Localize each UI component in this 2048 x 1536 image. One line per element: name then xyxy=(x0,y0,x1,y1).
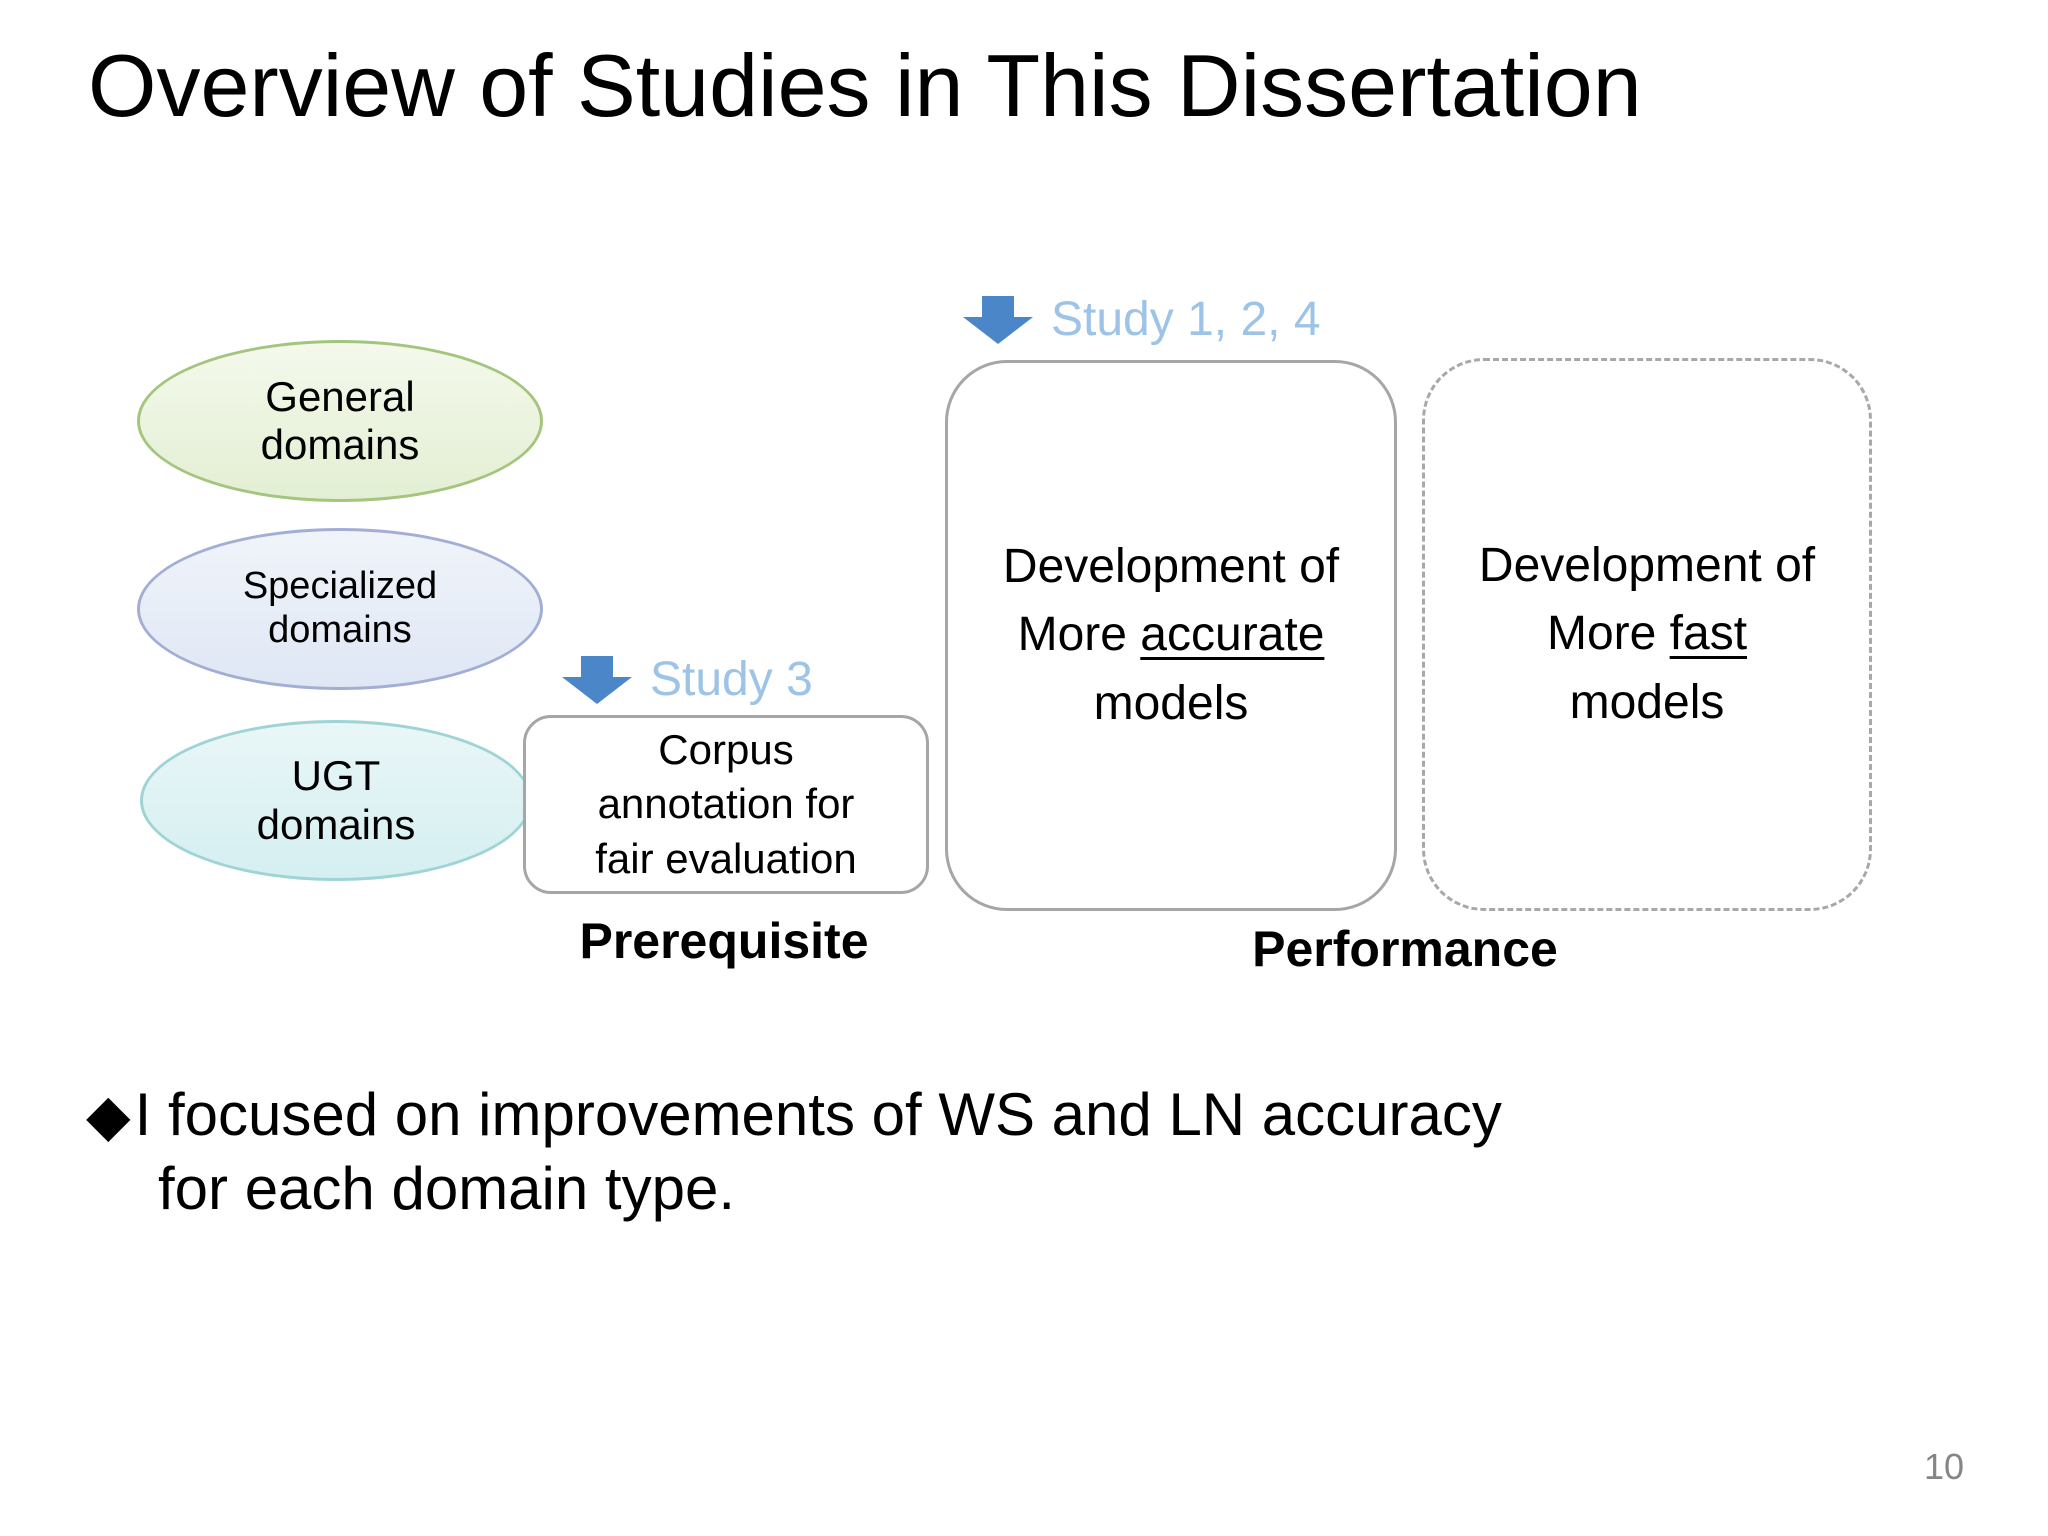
bullet-text: I focused on improvements of WS and LN a… xyxy=(134,1081,1502,1148)
bullet-line-1: ◆I focused on improvements of WS and LN … xyxy=(86,1078,1502,1152)
study-3-label: Study 3 xyxy=(562,652,813,707)
ellipse-label-line: domains xyxy=(268,609,412,651)
ellipse-general-domains: General domains xyxy=(137,340,543,502)
diamond-bullet-icon: ◆ xyxy=(86,1083,131,1148)
corpus-box-line: annotation for xyxy=(597,780,855,828)
corpus-box-line: fair evaluation xyxy=(595,834,857,882)
ellipse-label-line: domains xyxy=(256,800,416,848)
page-title: Overview of Studies in This Dissertation xyxy=(88,36,1642,135)
bullet-text-block: ◆I focused on improvements of WS and LN … xyxy=(86,1078,1502,1225)
prerequisite-label: Prerequisite xyxy=(579,913,869,969)
bullet-line-2: for each domain type. xyxy=(158,1154,736,1222)
down-arrow-icon xyxy=(562,655,632,704)
performance-label: Performance xyxy=(1252,921,1558,977)
ellipse-label-line: General xyxy=(265,372,415,420)
ellipse-ugt-domains: UGT domains xyxy=(140,720,532,881)
fast-box-line: Development of xyxy=(1478,539,1816,593)
accurate-models-box: Development of More accurate models xyxy=(945,360,1397,911)
page-number: 10 xyxy=(1924,1446,1965,1487)
accurate-box-line: More accurate xyxy=(1017,608,1325,662)
ellipse-specialized-domains: Specialized domains xyxy=(137,528,543,690)
down-arrow-icon xyxy=(963,295,1033,344)
fast-models-box: Development of More fast models xyxy=(1422,358,1872,911)
study-3-text: Study 3 xyxy=(650,653,813,706)
accurate-box-line: models xyxy=(1093,676,1249,730)
ellipse-label-line: domains xyxy=(260,421,420,468)
ellipse-label-line: UGT xyxy=(291,752,381,800)
fast-box-line: More fast xyxy=(1546,607,1748,661)
ellipse-label-line: Specialized xyxy=(242,565,438,608)
corpus-annotation-box: Corpus annotation for fair evaluation xyxy=(523,715,929,894)
fast-box-line: models xyxy=(1569,675,1725,729)
study-1-2-4-label: Study 1, 2, 4 xyxy=(963,292,1321,347)
study-1-2-4-text: Study 1, 2, 4 xyxy=(1051,293,1321,346)
underlined-word: fast xyxy=(1669,607,1748,661)
corpus-box-line: Corpus xyxy=(658,725,794,773)
underlined-word: accurate xyxy=(1140,608,1325,662)
accurate-box-line: Development of xyxy=(1002,540,1340,594)
